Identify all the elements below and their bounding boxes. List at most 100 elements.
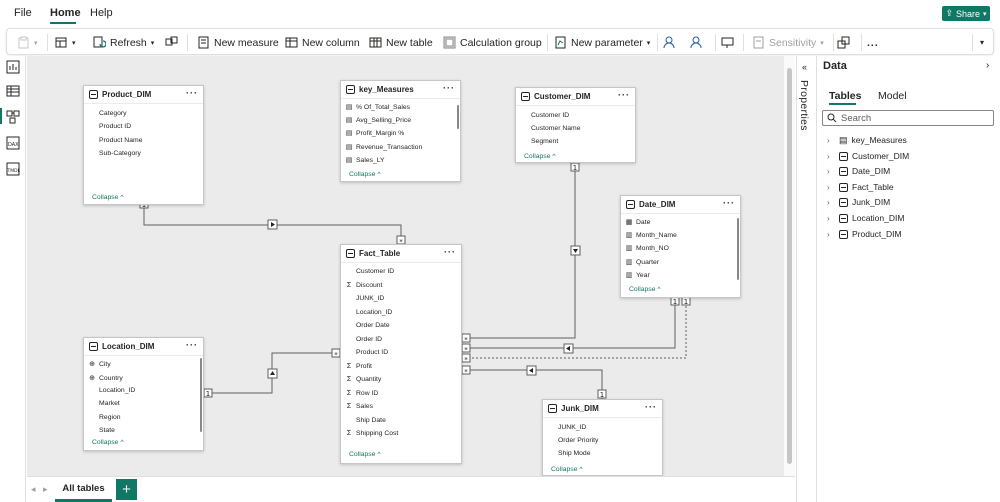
- table-card-junk-dim[interactable]: Junk_DIM ··· JUNK_ID Order Priority Ship…: [542, 399, 663, 476]
- manage-roles-button[interactable]: [663, 34, 676, 51]
- field-item[interactable]: ▥Month_NO: [625, 244, 669, 253]
- tab-model[interactable]: Model: [878, 90, 907, 102]
- card-scrollbar[interactable]: [457, 105, 459, 129]
- qa-setup-button[interactable]: [721, 34, 734, 51]
- collapse-button[interactable]: Collapse ^: [92, 439, 124, 446]
- measure-item[interactable]: ▤% Of_Total_Sales: [345, 103, 411, 112]
- sensitivity-button[interactable]: Sensitivity ▾: [752, 34, 824, 51]
- table-card-key-measures[interactable]: key_Measures ··· ▤% Of_Total_Sales ▤Avg_…: [340, 80, 461, 182]
- more-options-icon[interactable]: ···: [645, 402, 657, 412]
- menu-help[interactable]: Help: [90, 7, 113, 19]
- publish-button[interactable]: [837, 34, 850, 51]
- collapse-button[interactable]: Collapse ^: [349, 171, 381, 178]
- table-card-date-dim[interactable]: Date_DIM ··· ▦Date ▥Month_Name ▥Month_NO…: [620, 195, 741, 298]
- tree-item-junk-dim[interactable]: ›Junk_DIM: [827, 197, 891, 207]
- new-parameter-button[interactable]: New parameter ▾: [554, 34, 650, 51]
- field-item[interactable]: Customer Name: [531, 125, 581, 132]
- table-card-location-dim[interactable]: Location_DIM ··· ⊕City ⊕Country Location…: [83, 337, 204, 451]
- chevron-left-icon[interactable]: ◂: [31, 484, 36, 494]
- transform-data-button[interactable]: [165, 34, 178, 51]
- tree-item-product-dim[interactable]: ›Product_DIM: [827, 229, 902, 239]
- measure-item[interactable]: ▤Revenue_Transaction: [345, 143, 423, 152]
- search-input[interactable]: Search: [822, 110, 994, 126]
- measure-item[interactable]: ▤Profit_Margin %: [345, 129, 405, 138]
- field-item[interactable]: ▥Quarter: [625, 258, 660, 267]
- table-card-header[interactable]: Junk_DIM ···: [543, 400, 662, 418]
- field-item[interactable]: Ship Date: [356, 417, 386, 424]
- tree-item-date-dim[interactable]: ›Date_DIM: [827, 166, 891, 176]
- field-item[interactable]: ⊕Country: [89, 374, 123, 383]
- collapse-button[interactable]: Collapse ^: [629, 286, 661, 293]
- tree-item-fact-table[interactable]: ›Fact_Table: [827, 182, 894, 192]
- more-options-button[interactable]: ...: [867, 36, 879, 49]
- field-item[interactable]: Market: [99, 400, 120, 407]
- field-item[interactable]: Product ID: [356, 349, 389, 356]
- field-item[interactable]: ⊕City: [89, 360, 111, 369]
- table-card-header[interactable]: Date_DIM ···: [621, 196, 740, 214]
- refresh-button[interactable]: Refresh ▾: [93, 34, 154, 51]
- tab-tables[interactable]: Tables: [829, 90, 862, 102]
- model-view-icon[interactable]: [6, 110, 20, 124]
- add-layout-button[interactable]: +: [116, 479, 137, 500]
- table-card-header[interactable]: Location_DIM ···: [84, 338, 203, 356]
- more-options-icon[interactable]: ···: [444, 247, 456, 257]
- more-options-icon[interactable]: ···: [618, 90, 630, 100]
- field-item[interactable]: JUNK_ID: [356, 295, 385, 302]
- new-column-button[interactable]: New column: [285, 34, 360, 51]
- collapse-button[interactable]: Collapse ^: [349, 451, 381, 458]
- field-item[interactable]: Location_ID: [99, 387, 136, 394]
- field-item[interactable]: Sub-Category: [99, 150, 141, 157]
- measure-item[interactable]: ▤Avg_Selling_Price: [345, 116, 412, 125]
- table-card-product-dim[interactable]: Product_DIM ··· Category Product ID Prod…: [83, 85, 204, 205]
- card-scrollbar[interactable]: [200, 358, 202, 432]
- collapse-button[interactable]: Collapse ^: [551, 466, 583, 473]
- field-item[interactable]: Order Date: [356, 322, 390, 329]
- field-item[interactable]: Category: [99, 110, 127, 117]
- more-options-icon[interactable]: ···: [443, 83, 455, 93]
- more-options-icon[interactable]: ···: [186, 88, 198, 98]
- new-table-button[interactable]: New table: [369, 34, 433, 51]
- paste-button[interactable]: ▾: [17, 34, 38, 51]
- field-item[interactable]: Region: [99, 414, 121, 421]
- properties-label[interactable]: Properties: [798, 80, 810, 131]
- table-card-header[interactable]: Customer_DIM ···: [516, 88, 635, 106]
- tree-item-key-measures[interactable]: ›▤key_Measures: [827, 134, 907, 146]
- measure-item[interactable]: ▤Sales_LY: [345, 156, 385, 165]
- field-item[interactable]: Location_ID: [356, 309, 393, 316]
- new-measure-button[interactable]: New measure: [197, 34, 279, 51]
- field-item[interactable]: ▥Year: [625, 271, 650, 280]
- field-item[interactable]: ▦Date: [625, 218, 651, 227]
- model-canvas[interactable]: 1 * 1 * * * * 1 1 1 1 *: [27, 56, 784, 476]
- field-item[interactable]: Ship Mode: [558, 450, 591, 457]
- dax-query-view-icon[interactable]: DAX: [6, 136, 20, 150]
- field-item[interactable]: Product ID: [99, 123, 132, 130]
- field-item[interactable]: Customer ID: [531, 112, 570, 119]
- tmdl-view-icon[interactable]: TMDL: [6, 162, 20, 176]
- more-options-icon[interactable]: ···: [186, 340, 198, 350]
- field-item[interactable]: Segment: [531, 138, 559, 145]
- table-card-customer-dim[interactable]: Customer_DIM ··· Customer ID Customer Na…: [515, 87, 636, 163]
- collapse-button[interactable]: Collapse ^: [524, 153, 556, 160]
- field-item[interactable]: Order ID: [356, 336, 383, 343]
- field-item[interactable]: State: [99, 427, 115, 434]
- field-item[interactable]: ▥Month_Name: [625, 231, 677, 240]
- tab-all-tables[interactable]: All tables: [55, 477, 112, 502]
- card-scrollbar[interactable]: [737, 218, 739, 280]
- report-view-icon[interactable]: [6, 60, 20, 74]
- menu-file[interactable]: File: [14, 7, 32, 19]
- table-card-header[interactable]: key_Measures ···: [341, 81, 460, 99]
- menu-home[interactable]: Home: [50, 7, 81, 19]
- collapse-ribbon-button[interactable]: ▾: [980, 34, 984, 51]
- calculation-group-button[interactable]: Calculation group: [443, 34, 542, 51]
- properties-pane-collapsed[interactable]: [796, 56, 817, 502]
- field-item[interactable]: Product Name: [99, 137, 143, 144]
- collapse-button[interactable]: Collapse ^: [92, 194, 124, 201]
- get-data-button[interactable]: ▾: [55, 34, 76, 51]
